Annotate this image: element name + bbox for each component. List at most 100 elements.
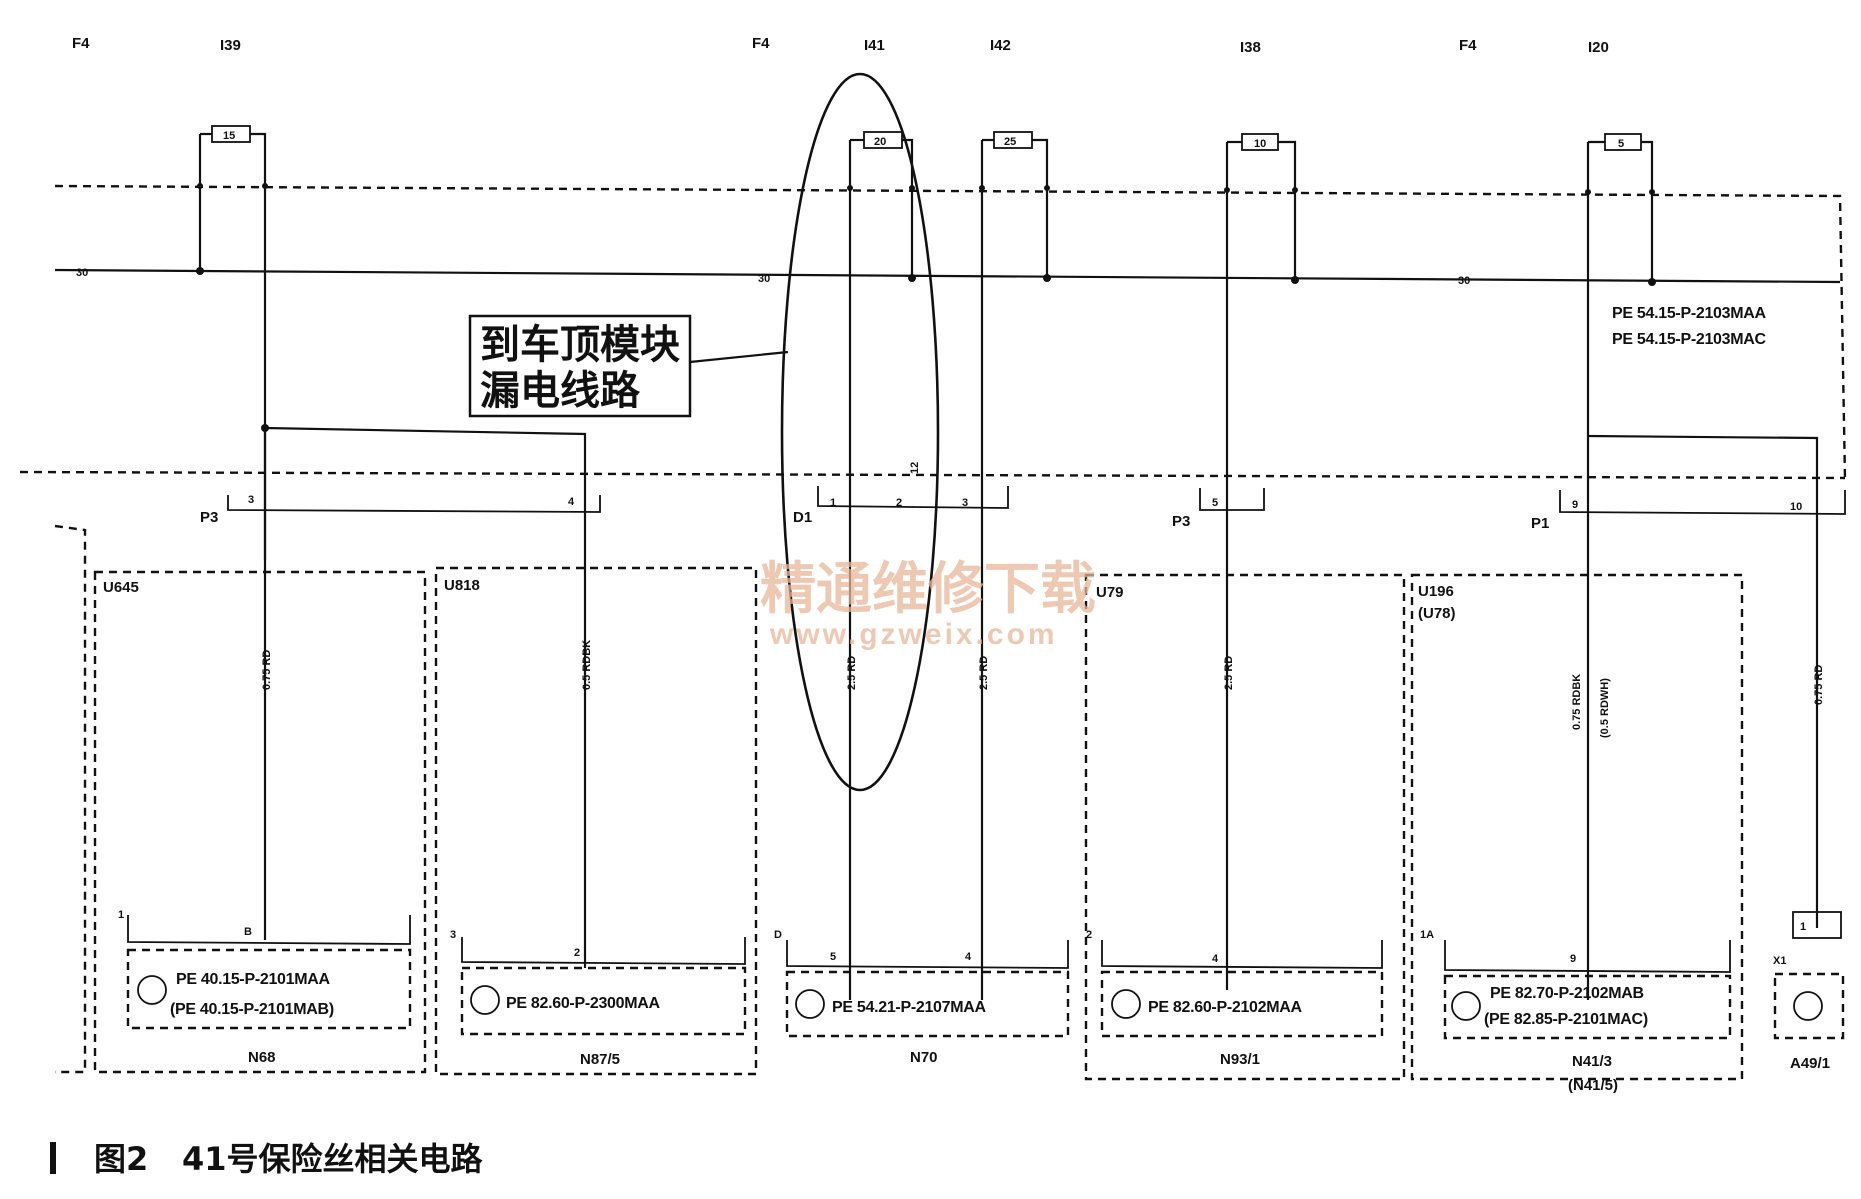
wire-label: 2.5 RD	[846, 656, 858, 690]
callout-line-2: 漏电线路	[480, 368, 641, 414]
svg-text:9: 9	[1572, 499, 1578, 511]
watermark-cn: 精通维修下载	[760, 557, 1096, 622]
figure-number: 图2	[94, 1140, 148, 1178]
device-name: N93/1	[1220, 1051, 1260, 1068]
module-icon	[470, 985, 500, 1015]
svg-text:5: 5	[1212, 497, 1218, 509]
device-n70: D 5 4 PE 54.21-P-2107MAA N70	[774, 929, 1070, 1066]
svg-text:5: 5	[1618, 138, 1624, 150]
svg-text:PE 40.15-P-2101MAA: PE 40.15-P-2101MAA	[176, 971, 331, 988]
svg-text:X1: X1	[1773, 955, 1786, 967]
svg-text:D: D	[774, 929, 782, 941]
pe-ref-top: PE 54.15-P-2103MAC	[1612, 331, 1767, 348]
connector-label: P3	[1172, 513, 1190, 530]
zone-edge	[54, 524, 87, 1074]
fuse-i42: 25	[980, 131, 1049, 1000]
svg-text:(PE 40.15-P-2101MAB): (PE 40.15-P-2101MAB)	[170, 1001, 334, 1018]
connector-p1: 9 10 P1	[1531, 490, 1846, 532]
svg-text:9: 9	[1570, 953, 1576, 965]
svg-text:2: 2	[1086, 929, 1092, 941]
connector-d1: 1 2 3 D1 12	[793, 462, 1009, 526]
device-name: A49/1	[1790, 1055, 1830, 1072]
wire-label: 0.75 RD	[1813, 665, 1825, 705]
callout-line-1: 到车顶模块	[480, 322, 680, 368]
svg-text:5: 5	[830, 951, 836, 963]
svg-text:4: 4	[965, 951, 972, 963]
module-icon	[1451, 991, 1481, 1021]
svg-text:3: 3	[248, 494, 254, 506]
caption-bar	[50, 1142, 56, 1174]
fuse-block-border	[54, 184, 1847, 481]
leakage-callout: 到车顶模块 漏电线路	[468, 314, 789, 418]
fuse-block-label: F4	[752, 35, 770, 52]
svg-text:20: 20	[874, 136, 886, 148]
zone-label: U79	[1096, 584, 1124, 601]
svg-text:PE 82.60-P-2102MAA: PE 82.60-P-2102MAA	[1148, 999, 1303, 1016]
svg-text:PE 82.70-P-2102MAB: PE 82.70-P-2102MAB	[1490, 985, 1644, 1002]
watermark-url: www.gzweix.com	[769, 618, 1058, 651]
svg-text:PE 82.60-P-2300MAA: PE 82.60-P-2300MAA	[506, 995, 661, 1012]
module-icon	[1793, 991, 1823, 1021]
device-n87-5: 3 2 PE 82.60-P-2300MAA N87/5	[450, 929, 747, 1068]
zone-label: U645	[103, 579, 139, 596]
fuse-block-label: F4	[1459, 37, 1477, 54]
fuse-label-i41: I41	[864, 37, 885, 54]
bus-mark: 30	[758, 273, 770, 285]
svg-text:10: 10	[1254, 138, 1266, 150]
svg-text:1: 1	[830, 497, 836, 509]
zone-u645	[93, 570, 427, 1074]
wire-label: 2.5 RD	[1223, 656, 1235, 690]
fuse-block-label: F4	[72, 35, 90, 52]
svg-text:1A: 1A	[1420, 929, 1434, 941]
svg-text:2: 2	[574, 947, 580, 959]
fuse-block-bottom	[19, 470, 1846, 480]
svg-text:(PE 82.85-P-2101MAC): (PE 82.85-P-2101MAC)	[1484, 1011, 1648, 1028]
svg-text:15: 15	[223, 130, 235, 142]
connector-p3-left: 3 4 P3	[200, 494, 601, 526]
branch-wire	[264, 426, 587, 950]
zone-u818	[434, 566, 758, 1076]
fuse-i39: 15	[198, 125, 267, 560]
fuse-label-i42: I42	[990, 37, 1011, 54]
fuse-label-i20: I20	[1588, 39, 1609, 56]
device-name: N70	[910, 1049, 938, 1066]
zone-u196	[1410, 573, 1744, 1081]
device-name: N87/5	[580, 1051, 620, 1068]
connector-p3-right: 5 P3	[1172, 488, 1265, 530]
svg-text:1: 1	[1800, 921, 1806, 933]
bus-mark: 30	[76, 267, 88, 279]
wire-label: 2.5 RD	[978, 656, 990, 690]
svg-text:4: 4	[1212, 953, 1219, 965]
connector-label: P1	[1531, 515, 1549, 532]
connector-label: D1	[793, 509, 812, 526]
svg-text:PE 54.21-P-2107MAA: PE 54.21-P-2107MAA	[832, 999, 987, 1016]
svg-text:25: 25	[1004, 136, 1016, 148]
pe-ref-top: PE 54.15-P-2103MAA	[1612, 305, 1767, 322]
figure-caption: 41号保险丝相关电路	[182, 1140, 484, 1178]
bus-30	[54, 268, 1841, 284]
highlight-ellipse	[780, 72, 940, 792]
svg-text:10: 10	[1790, 501, 1802, 513]
device-n93-1: 2 4 PE 82.60-P-2102MAA N93/1	[1086, 929, 1384, 1068]
zone-label: U818	[444, 577, 480, 594]
device-name: N41/3	[1572, 1053, 1612, 1070]
device-n68: 1 B PE 40.15-P-2101MAA (PE 40.15-P-2101M…	[118, 909, 412, 1066]
side-mark: 12	[909, 462, 921, 474]
fuse-i38: 10	[1225, 133, 1297, 990]
svg-text:B: B	[244, 926, 252, 938]
wire-label: 0.75 RDBK	[1571, 674, 1583, 730]
svg-text:4: 4	[568, 496, 575, 508]
junction-dots	[196, 183, 1656, 432]
device-a49-1: 1 X1 A49/1	[1773, 911, 1845, 1072]
svg-text:3: 3	[962, 497, 968, 509]
svg-text:3: 3	[450, 929, 456, 941]
fuse-label-i38: I38	[1240, 39, 1261, 56]
branch-wire	[1587, 434, 1819, 928]
device-name: (N41/5)	[1568, 1077, 1618, 1094]
svg-text:2: 2	[896, 497, 902, 509]
module-icon	[137, 975, 167, 1005]
device-name: N68	[248, 1049, 276, 1066]
fuse-label-i39: I39	[220, 37, 241, 54]
device-n41-3: 1A 9 PE 82.70-P-2102MAB (PE 82.85-P-2101…	[1420, 929, 1732, 1094]
